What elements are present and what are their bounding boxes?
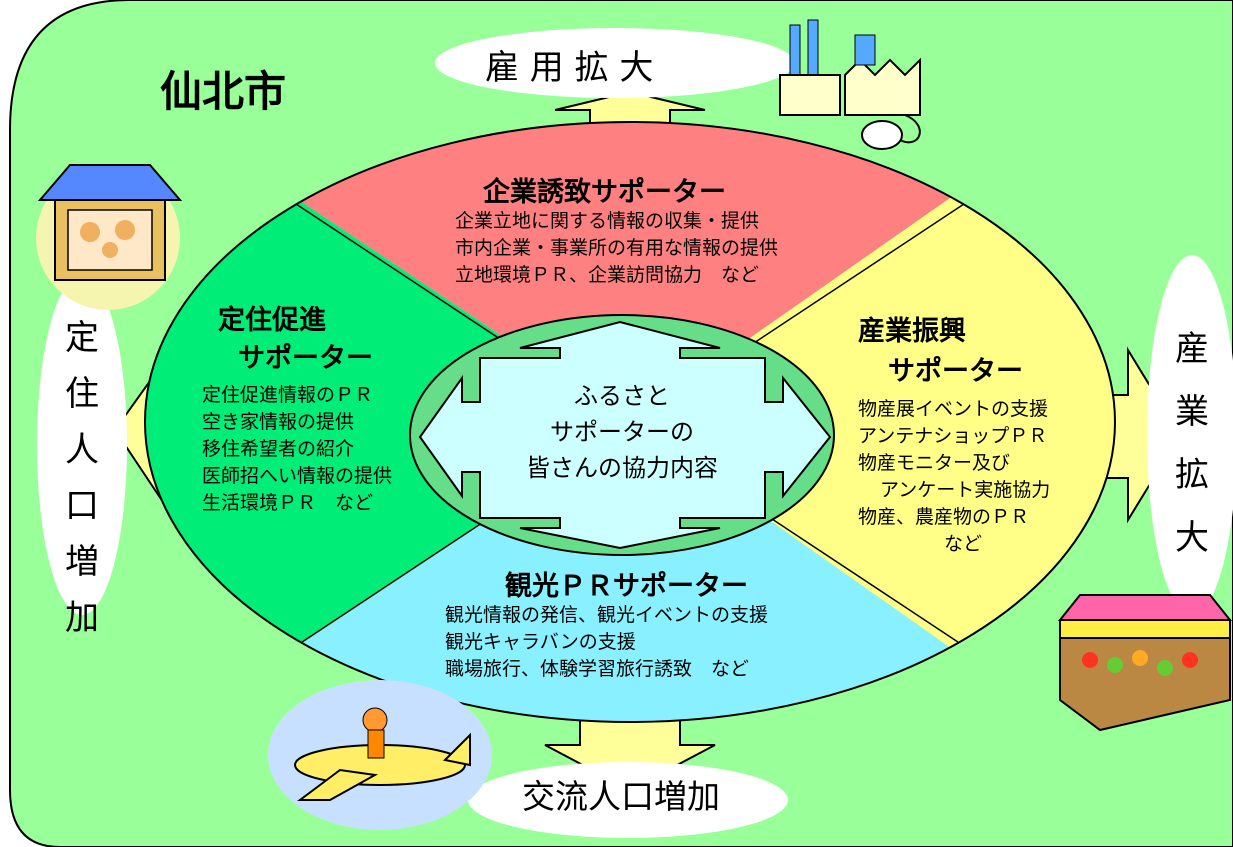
vegetable-market-icon xyxy=(1057,594,1233,732)
outcome-right-label: 産 業 拡 大 xyxy=(1175,329,1209,558)
section-right-title: 産業振興 サポーター xyxy=(858,316,1023,387)
outcome-bottom-label: 交流人口増加 xyxy=(522,777,720,816)
bubble-top xyxy=(435,28,795,98)
outcome-left-label: 定 住 人 口 増 加 xyxy=(65,318,99,638)
bubble-left xyxy=(37,275,127,615)
section-top-title: 企業誘致サポーター xyxy=(483,177,726,208)
section-bottom-title: 観光ＰＲサポーター xyxy=(505,571,748,602)
city-name: 仙北市 xyxy=(160,67,287,116)
factory-computer-icon xyxy=(779,19,921,150)
section-left-items: 定住促進情報のＰＲ 空き家情報の提供 移住希望者の紹介 医師招へい情報の提供 生… xyxy=(202,384,393,514)
main-oval xyxy=(144,121,1116,723)
section-right-items: 物産展イベントの支援 アンテナショップＰＲ 物産モニター及び アンケート実施協力… xyxy=(858,398,1051,555)
bubble-bottom xyxy=(468,762,788,838)
airplane-traveler-icon xyxy=(268,680,492,830)
section-left-title: 定住促進 サポーター xyxy=(218,305,373,374)
center-label: ふるさと サポーターの 皆さんの協力内容 xyxy=(526,382,718,482)
bubble-right xyxy=(1147,255,1233,615)
sector-top xyxy=(145,122,1115,422)
house-family-icon xyxy=(36,164,183,310)
section-bottom-items: 観光情報の発信、観光イベントの支援 観光キャラバンの支援 職場旅行、体験学習旅行… xyxy=(445,604,769,680)
center-cross-arrow xyxy=(418,320,832,550)
sector-bottom xyxy=(145,422,1115,722)
section-top-items: 企業立地に関する情報の収集・提供 市内企業・事業所の有用な情報の提供 立地環境Ｐ… xyxy=(455,210,779,286)
outcome-top-label: 雇 用 拡 大 xyxy=(485,48,654,88)
